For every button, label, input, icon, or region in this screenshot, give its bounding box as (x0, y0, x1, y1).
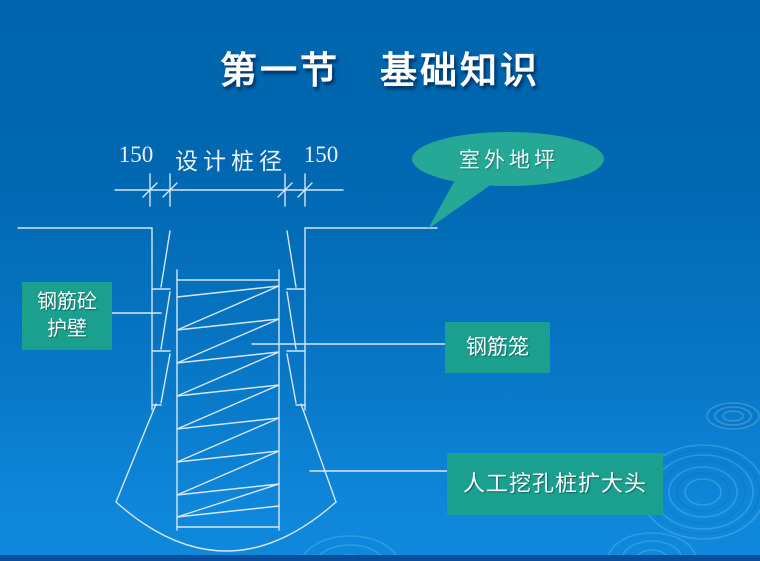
wall-label-line2: 护壁 (47, 318, 87, 340)
wall-label-line1: 钢筋砼 (37, 291, 97, 313)
ground-bubble-label: 室外地坪 (459, 148, 559, 172)
bell-outline (115, 403, 337, 552)
slide-title: 第一节 基础知识 (220, 51, 540, 92)
dimension-pile-diameter: 设计桩径 (175, 149, 287, 174)
cage-label: 钢筋笼 (445, 322, 550, 373)
dimension-line (114, 173, 344, 207)
speech-bubble-shape (412, 132, 604, 229)
spiral-reinforcement (176, 285, 280, 518)
rebar-cage (176, 269, 280, 531)
head-label: 人工挖孔桩扩大头 (447, 453, 663, 515)
wall-left-outline (151, 227, 171, 411)
wall-label: 钢筋砼 护壁 (22, 282, 112, 350)
slide-bottom-bar (0, 555, 760, 561)
dimension-left-150: 150 (118, 142, 154, 167)
wall-right-outline (286, 227, 306, 411)
dimension-right-150: 150 (303, 142, 339, 167)
